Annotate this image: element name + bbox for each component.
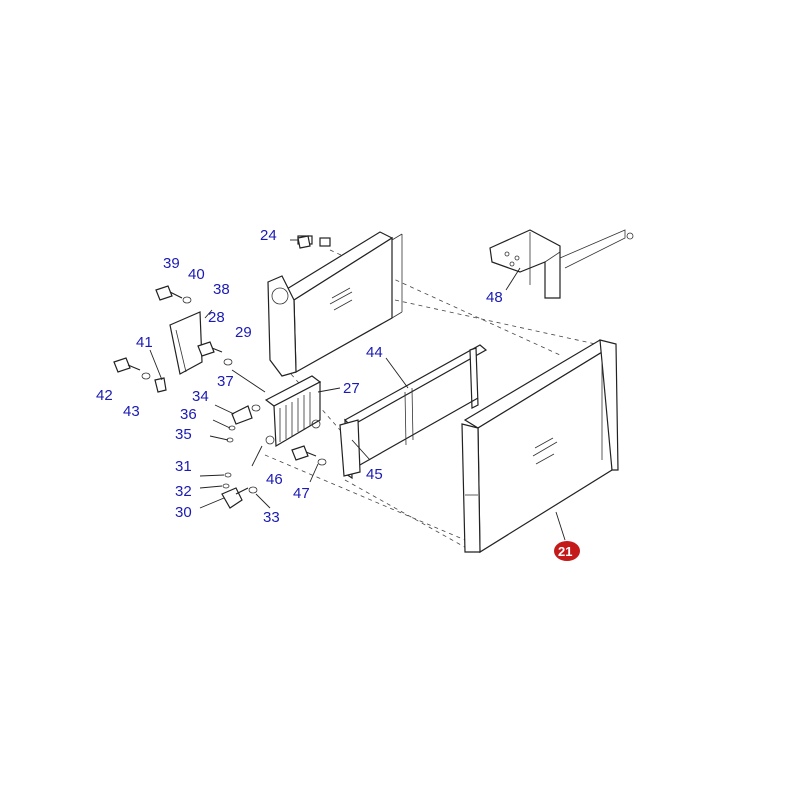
callout-43: 43 [123, 403, 140, 420]
callout-45: 45 [366, 466, 383, 483]
radiator-part-24 [267, 231, 403, 377]
callout-34: 34 [192, 388, 209, 405]
leader-lines [149, 239, 566, 541]
callout-38: 38 [213, 281, 230, 298]
callout-44: 44 [366, 344, 383, 361]
callout-33: 33 [263, 509, 280, 526]
badge-background [554, 541, 580, 561]
callout-badge-21: 21 [554, 541, 580, 561]
callout-42: 42 [96, 387, 113, 404]
callout-31: 31 [175, 458, 192, 475]
callout-46: 46 [266, 471, 283, 488]
callout-28: 28 [208, 309, 225, 326]
callout-24: 24 [260, 227, 277, 244]
callout-27: 27 [343, 380, 360, 397]
callout-32: 32 [175, 483, 192, 500]
callout-21: 21 [558, 544, 572, 559]
radiator-part-21 [461, 339, 619, 554]
callout-29: 29 [235, 324, 252, 341]
callout-36: 36 [180, 406, 197, 423]
callout-labels: 24 39 40 38 28 29 41 37 42 43 34 36 35 2… [96, 227, 503, 526]
callout-41: 41 [136, 334, 153, 351]
callout-48: 48 [486, 289, 503, 306]
callout-47: 47 [293, 485, 310, 502]
callout-40: 40 [188, 266, 205, 283]
callout-39: 39 [163, 255, 180, 272]
frame-part-44 [339, 344, 488, 480]
callout-30: 30 [175, 504, 192, 521]
callout-37: 37 [217, 373, 234, 390]
bracket-part-48 [489, 229, 634, 299]
cooler-part-27 [264, 375, 322, 448]
bracket-part-28 [169, 311, 203, 375]
callout-35: 35 [175, 426, 192, 443]
